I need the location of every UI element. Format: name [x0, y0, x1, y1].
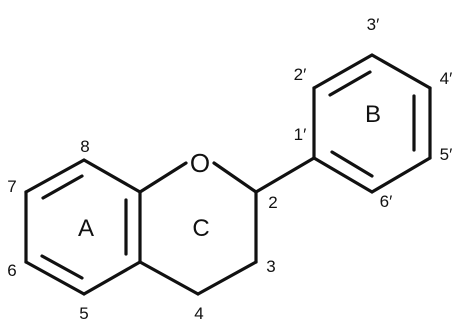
position-label-5-prime: 5′: [440, 145, 453, 164]
position-label-3: 3: [266, 257, 275, 276]
bond-c5p-c6p: [370, 156, 432, 194]
ring-a: [24, 158, 142, 296]
bond-c6p-c1p: [312, 156, 374, 194]
oxygen-atom-label: O: [190, 148, 210, 178]
bond-o1-c2: [212, 161, 258, 194]
bond-c3-c4: [196, 260, 258, 296]
ring-c: [138, 161, 258, 296]
bond-c8a-o1: [138, 161, 188, 194]
bond-c3p-c4p: [370, 53, 432, 90]
double-bond-c6-c5: [40, 254, 84, 280]
bond-c8-c8a: [82, 158, 142, 194]
position-label-1-prime: 1′: [294, 125, 307, 144]
position-label-8: 8: [80, 137, 89, 156]
double-bond-c8-c7: [41, 174, 84, 200]
position-label-6: 6: [7, 261, 16, 280]
bond-c2p-c3p: [312, 53, 374, 90]
position-label-6-prime: 6′: [380, 192, 393, 211]
position-label-2: 2: [268, 193, 277, 212]
ring-label-c: C: [192, 215, 209, 242]
ring-label-b: B: [365, 101, 381, 128]
bond-c4-c4a: [138, 260, 200, 296]
position-label-7: 7: [7, 177, 16, 196]
ring-b: [312, 53, 432, 194]
ring-label-a: A: [78, 215, 94, 242]
position-label-4: 4: [194, 304, 203, 323]
double-bond-c2p-c3p: [328, 70, 372, 97]
position-label-5: 5: [79, 304, 88, 323]
position-label-2-prime: 2′: [294, 65, 307, 84]
bond-c2-c1prime: [254, 156, 316, 194]
double-bond-c6p-c1p: [330, 150, 374, 178]
bond-c5-c6: [24, 260, 86, 296]
position-label-4-prime: 4′: [440, 69, 453, 88]
position-label-3-prime: 3′: [367, 15, 380, 34]
bond-c4a-c5: [82, 260, 142, 296]
bond-c7-c8: [24, 158, 86, 194]
